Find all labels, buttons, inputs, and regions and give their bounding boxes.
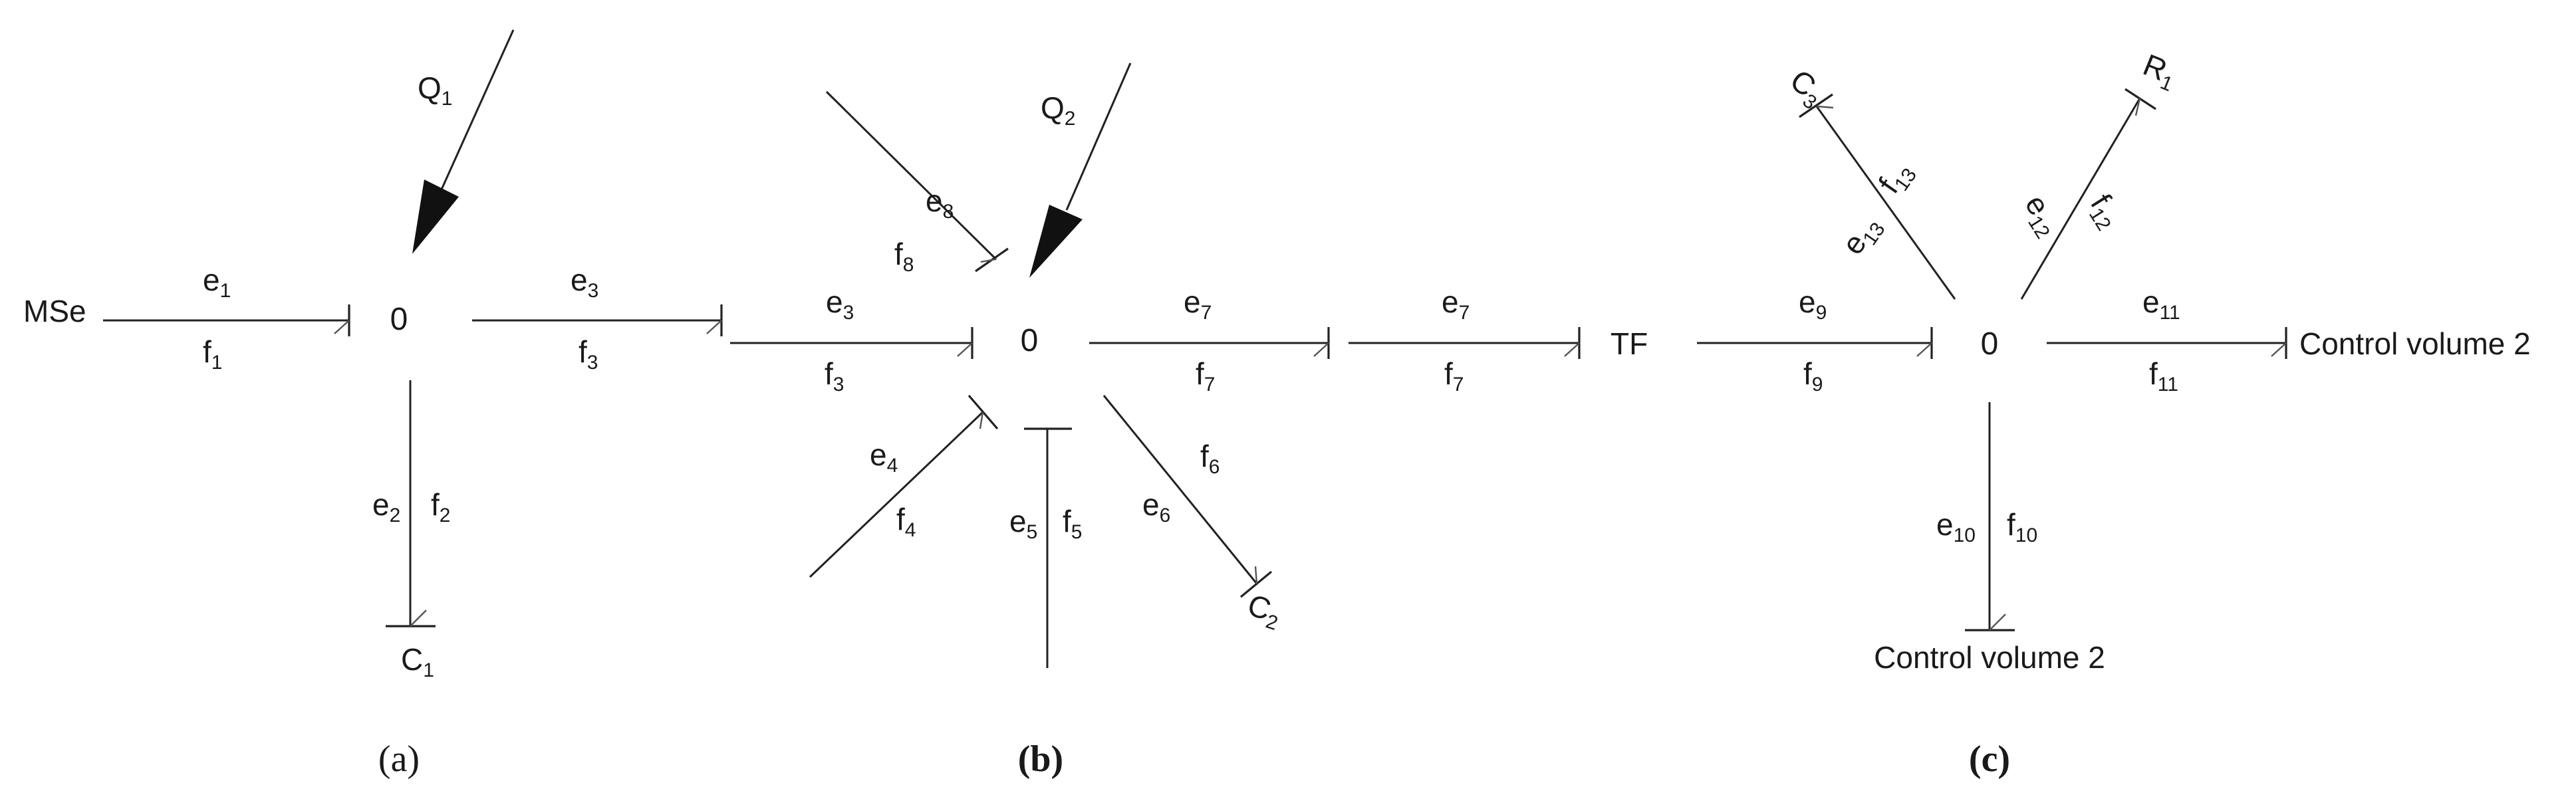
- bond-3a-flow: f3: [579, 334, 598, 374]
- panel-a: 0 MSe e1 f1 e3 f3 Q1 e2 f2 C1 (a): [23, 29, 723, 780]
- panel-a-junction: 0: [390, 302, 408, 337]
- panel-a-caption: (a): [378, 739, 420, 780]
- bond-6-causal-stroke: [1239, 570, 1273, 598]
- bond-7a-flow: f7: [1196, 356, 1215, 396]
- bond-5-flow: f5: [1063, 504, 1082, 543]
- bond-10-half-arrow: [1989, 614, 2006, 631]
- panel-b-q2-label: Q2: [1041, 90, 1075, 130]
- bond-6-flow: f6: [1200, 439, 1220, 478]
- panel-a-q1-label: Q1: [418, 70, 452, 110]
- panel-c-control-volume-bottom: Control volume 2: [1874, 640, 2105, 675]
- bond-7b-flow: f7: [1444, 356, 1464, 396]
- panel-c-r1-label: R1: [2136, 47, 2182, 96]
- panel-a-mse-label: MSe: [23, 294, 86, 328]
- bond-2-flow: f2: [431, 487, 450, 526]
- bond-7b-effort: e7: [1442, 285, 1470, 324]
- bond-8-half-arrow: [980, 258, 997, 263]
- bond-9-effort: e9: [1799, 285, 1827, 324]
- panel-c-tf-label: TF: [1610, 326, 1648, 361]
- panel-b: 0 e8 f8 Q2 e3 f3 e7 f7 e4 f4 e5 f5: [730, 62, 1330, 780]
- panel-c-junction: 0: [1981, 326, 1999, 362]
- bond-4-flow: f4: [896, 502, 916, 541]
- bond-12-half-arrow: [2134, 98, 2141, 116]
- bond-1-effort: e1: [203, 263, 231, 302]
- bond-7a-effort: e7: [1184, 285, 1212, 324]
- bond-6: [1102, 395, 1258, 584]
- panel-a-c1-label: C1: [401, 642, 434, 681]
- bond-7b-half-arrow: [1564, 342, 1580, 357]
- panel-a-q1-arrowhead: [412, 179, 459, 254]
- bond-6-half-arrow: [1254, 566, 1258, 584]
- panel-b-caption: (b): [1018, 739, 1063, 780]
- bond-2-effort: e2: [372, 487, 400, 526]
- panel-c: e7 f7 TF e9 f9 0 C3 e13 f13 R1 e12 f12 e…: [1349, 47, 2531, 780]
- panel-b-q2-arrowhead: [1029, 205, 1083, 278]
- bond-3a-effort: e3: [571, 263, 598, 302]
- bond-4: [809, 411, 984, 578]
- bond-3b-half-arrow: [957, 342, 973, 357]
- bond-3b-flow: f3: [825, 356, 844, 396]
- bond-13-half-arrow: [1816, 105, 1834, 109]
- bond-2-half-arrow: [410, 610, 427, 627]
- bond-11-effort: e11: [2142, 285, 2180, 324]
- panel-c-caption: (c): [1969, 739, 2010, 780]
- bond-4-causal-stroke: [967, 394, 999, 430]
- bond-5-effort: e5: [1009, 504, 1037, 543]
- bond-11-half-arrow: [2271, 342, 2287, 357]
- bond-10-effort: e10: [1936, 507, 1976, 546]
- bond-7a-half-arrow: [1313, 342, 1329, 357]
- bond-12-flow: f12: [2080, 188, 2129, 235]
- panel-c-control-volume-right: Control volume 2: [2299, 326, 2531, 361]
- bond-9-flow: f9: [1803, 356, 1823, 396]
- bond-1-flow: f1: [203, 334, 222, 374]
- bond-13-effort: e13: [1835, 209, 1889, 263]
- bond-4-half-arrow: [979, 411, 984, 429]
- panel-b-junction: 0: [1021, 323, 1039, 358]
- bond-q1: [440, 29, 515, 190]
- bond-13-flow: f13: [1871, 154, 1921, 202]
- panel-b-c2-label: C2: [1242, 587, 1286, 635]
- bond-9-half-arrow: [1916, 342, 1932, 357]
- bond-13-causal-stroke: [1799, 93, 1833, 118]
- bond-13: [1815, 106, 1956, 300]
- bond-q2: [1065, 62, 1132, 211]
- bond-11-flow: f11: [2149, 356, 2178, 396]
- bond-8-effort: e8: [926, 183, 954, 223]
- bond-8: [825, 90, 997, 261]
- bond-12: [2020, 98, 2141, 300]
- bond-4-effort: e4: [870, 437, 898, 477]
- bond-3a-half-arrow: [706, 320, 722, 334]
- bond-1-half-arrow: [334, 320, 350, 334]
- bond-6-effort: e6: [1142, 487, 1170, 526]
- bond-3b-effort: e3: [826, 285, 854, 324]
- bond-10-flow: f10: [2007, 507, 2037, 546]
- bond-8-flow: f8: [894, 237, 914, 276]
